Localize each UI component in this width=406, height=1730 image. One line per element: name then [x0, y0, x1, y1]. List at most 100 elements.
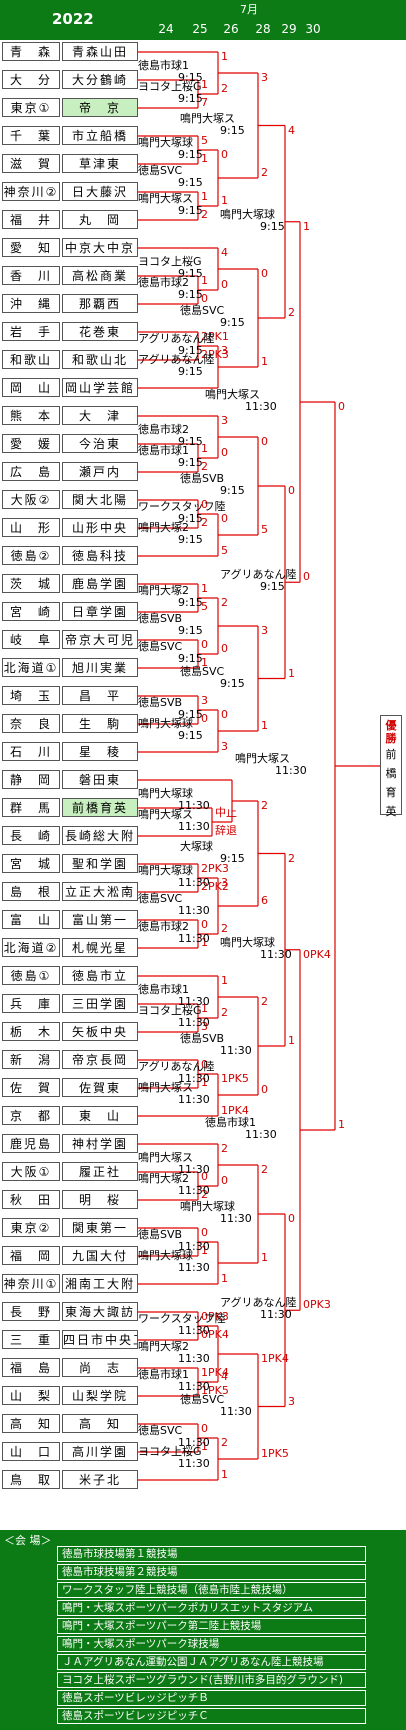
match-venue: 鳴門大塚ス — [138, 1081, 193, 1094]
score: 0 — [288, 1212, 295, 1225]
team-prefecture: 愛 知 — [2, 238, 60, 257]
date-label: 26 — [223, 22, 239, 36]
score: 5 — [221, 544, 228, 557]
score: 1 — [201, 1076, 208, 1089]
champion-name-char: 前 — [385, 748, 397, 761]
score: 2 — [261, 166, 268, 179]
score: 3 — [221, 344, 228, 357]
match-time: 11:30 — [275, 764, 307, 777]
score: 2 — [261, 1163, 268, 1176]
score: 0 — [201, 1226, 208, 1239]
team-school: 帝京長岡 — [62, 1050, 138, 1069]
score: 1 — [288, 1034, 295, 1047]
match-venue: 徳島SVB — [180, 1032, 225, 1045]
score: 1 — [261, 719, 268, 732]
score: 1 — [261, 1251, 268, 1264]
team-prefecture: 沖 縄 — [2, 294, 60, 313]
team-prefecture: 長 崎 — [2, 826, 60, 845]
team-prefecture: 北海道② — [2, 938, 60, 957]
team-prefecture: 静 岡 — [2, 770, 60, 789]
venue-item: 鳴門・大塚スポーツパークポカリスエットスタジアム — [57, 1600, 366, 1616]
champion-name: 前橋育英 — [381, 745, 401, 821]
match-time: 9:15 — [178, 288, 203, 301]
match-venue: ワークスタッフ陸 — [138, 500, 226, 513]
team-school: 徳島市立 — [62, 966, 138, 985]
team-school: 聖和学園 — [62, 854, 138, 873]
team-prefecture: 大 分 — [2, 70, 60, 89]
team-prefecture: 兵 庫 — [2, 994, 60, 1013]
score: 1 — [221, 50, 228, 63]
match-venue: 鳴門大塚ス — [138, 1151, 193, 1164]
match-time: 11:30 — [178, 799, 210, 812]
match-time: 11:30 — [220, 1044, 252, 1057]
venue-item: 鳴門・大塚スポーツパーク球技場 — [57, 1636, 366, 1652]
score: 0 — [221, 512, 228, 525]
team-prefecture: 熊 本 — [2, 406, 60, 425]
champion-name-char: 英 — [385, 805, 397, 818]
score: 2 — [221, 82, 228, 95]
score: 0 — [221, 642, 228, 655]
team-prefecture: 群 馬 — [2, 798, 60, 817]
match-venue: 鳴門大塚球 — [220, 207, 275, 221]
score: 2 — [221, 922, 228, 935]
match-venue: 鳴門大塚球 — [138, 1249, 193, 1262]
match-venue: 徳島市球2 — [138, 423, 189, 436]
team-prefecture: 長 野 — [2, 1302, 60, 1321]
match-time: 9:15 — [178, 92, 203, 105]
score: 3 — [201, 1020, 208, 1033]
match-time: 9:15 — [178, 533, 203, 546]
score: 7 — [201, 96, 208, 109]
team-school: 関東第一 — [62, 1218, 138, 1237]
date-label: 24 — [158, 22, 174, 36]
score: 4 — [288, 123, 295, 137]
match-venue: 鳴門大塚2 — [138, 1340, 189, 1353]
team-prefecture: 広 島 — [2, 462, 60, 481]
team-school: 大 津 — [62, 406, 138, 425]
match-venue: 鳴門大塚球 — [138, 717, 193, 730]
score: 1PK4 — [261, 1352, 289, 1365]
team-school: 高 知 — [62, 1414, 138, 1433]
team-school: 尚 志 — [62, 1358, 138, 1377]
team-prefecture: 神奈川① — [2, 1274, 60, 1293]
venue-item: ヨコタ上桜スポーツグラウンド(吉野川市多目的グラウンド) — [57, 1672, 366, 1688]
score: 0 — [201, 1058, 208, 1071]
match-venue: 鳴門大塚球 — [138, 864, 193, 877]
team-school: 札幌光星 — [62, 938, 138, 957]
venue-list: ＜会 場＞ 徳島市球技場第１競技場徳島市球技場第２競技場ワークスタッフ陸上競技場… — [0, 1530, 406, 1730]
team-prefecture: 島 根 — [2, 882, 60, 901]
score: 2 — [261, 799, 268, 812]
score: 1 — [221, 1272, 228, 1285]
score: 2 — [201, 460, 208, 473]
venue-caption: ＜会 場＞ — [4, 1534, 52, 1547]
match-venue: 徳島市球2 — [138, 276, 189, 289]
match-time: 11:30 — [178, 1436, 210, 1449]
venue-item: 徳島市球技場第２競技場 — [57, 1564, 366, 1580]
team-school: 湘南工大附 — [62, 1274, 138, 1293]
team-school: 花巻東 — [62, 322, 138, 341]
match-time: 9:15 — [220, 123, 245, 137]
champion-name-char: 育 — [385, 786, 397, 799]
team-prefecture: 山 形 — [2, 518, 60, 537]
score: 0PK3 — [303, 1298, 331, 1312]
team-prefecture: 青 森 — [2, 42, 60, 61]
team-prefecture: 福 島 — [2, 1358, 60, 1377]
score: 3 — [288, 1394, 295, 1408]
match-time: 9:15 — [178, 652, 203, 665]
date-label: 28 — [255, 22, 271, 36]
score: 5 — [261, 523, 268, 536]
team-prefecture: 岐 阜 — [2, 630, 60, 649]
score: 0 — [261, 435, 268, 448]
score: 3 — [201, 694, 208, 707]
match-time: 9:15 — [178, 204, 203, 217]
score: 0 — [201, 292, 208, 305]
team-prefecture: 岩 手 — [2, 322, 60, 341]
score: 0 — [201, 1422, 208, 1435]
team-prefecture: 宮 崎 — [2, 602, 60, 621]
score: 2PK3 — [201, 348, 229, 361]
score: 2 — [201, 208, 208, 221]
match-time: 9:15 — [178, 456, 203, 469]
team-school: 岡山学芸館 — [62, 378, 138, 397]
score: 1PK5 — [221, 1072, 249, 1085]
team-school: 帝 京 — [62, 98, 138, 117]
